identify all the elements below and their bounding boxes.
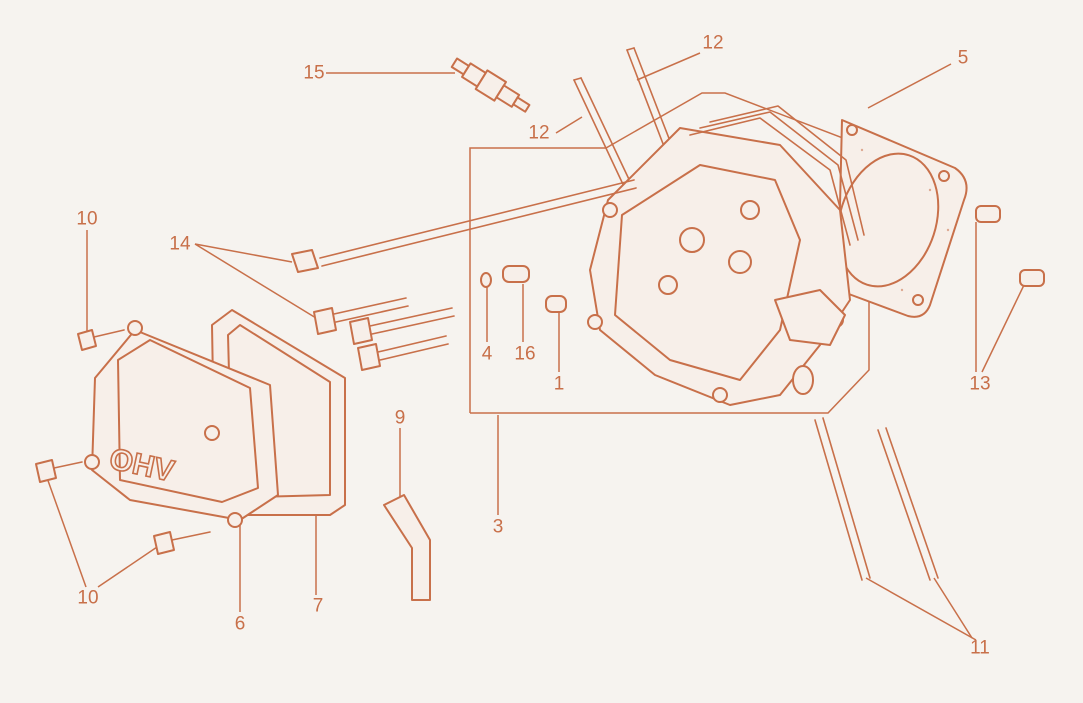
callout-6: 6 xyxy=(234,613,246,635)
leader-12-left xyxy=(555,116,583,134)
leader-10-b xyxy=(97,544,161,588)
leader-10-a xyxy=(45,474,87,588)
cylinder-head xyxy=(587,105,865,406)
leader-5 xyxy=(867,63,952,109)
leader-11-b xyxy=(933,577,973,639)
cap-13b xyxy=(1019,269,1045,287)
cover-bolt-10a xyxy=(77,329,125,351)
callout-12-left: 12 xyxy=(528,122,550,144)
callout-7: 7 xyxy=(312,595,324,617)
callout-13: 13 xyxy=(969,373,991,395)
leader-13-b xyxy=(981,284,1025,373)
callout-1: 1 xyxy=(553,373,565,395)
cylinder-head-group-box xyxy=(469,92,870,414)
callout-16: 16 xyxy=(514,343,536,365)
callout-10-bottom: 10 xyxy=(77,587,99,609)
head-bolt-long xyxy=(291,179,637,273)
breather-tube xyxy=(383,494,431,601)
push-rod-a xyxy=(814,417,871,581)
leader-14-a xyxy=(194,243,293,263)
callout-3: 3 xyxy=(492,516,504,538)
callout-11: 11 xyxy=(970,637,990,659)
head-gasket xyxy=(836,119,968,318)
callout-14: 14 xyxy=(169,233,191,255)
flange-bolt-14b xyxy=(349,307,455,345)
spark-plug xyxy=(450,57,531,113)
stud-left xyxy=(573,77,636,196)
dowel-16 xyxy=(502,265,530,283)
callout-4: 4 xyxy=(481,343,493,365)
callout-9: 9 xyxy=(394,407,406,429)
flange-bolt-14a xyxy=(313,297,409,335)
leader-lines xyxy=(45,52,1025,641)
leader-11-a xyxy=(865,577,977,641)
callout-15: 15 xyxy=(303,62,325,84)
cover-bolt-10c xyxy=(153,531,211,555)
callout-12-right: 12 xyxy=(702,32,724,54)
flange-bolt-14c xyxy=(357,335,449,371)
cover-bolt-10b xyxy=(35,459,83,483)
callout-10-top: 10 xyxy=(76,208,98,230)
leader-12-right xyxy=(636,52,701,81)
valve-collet-4 xyxy=(480,272,492,288)
leader-14-b xyxy=(194,243,317,319)
valve-cover: OHV xyxy=(84,320,279,528)
cap-13a xyxy=(975,205,1001,223)
dowel-1 xyxy=(545,295,567,313)
callout-5: 5 xyxy=(957,47,969,69)
push-rod-b xyxy=(877,427,939,581)
